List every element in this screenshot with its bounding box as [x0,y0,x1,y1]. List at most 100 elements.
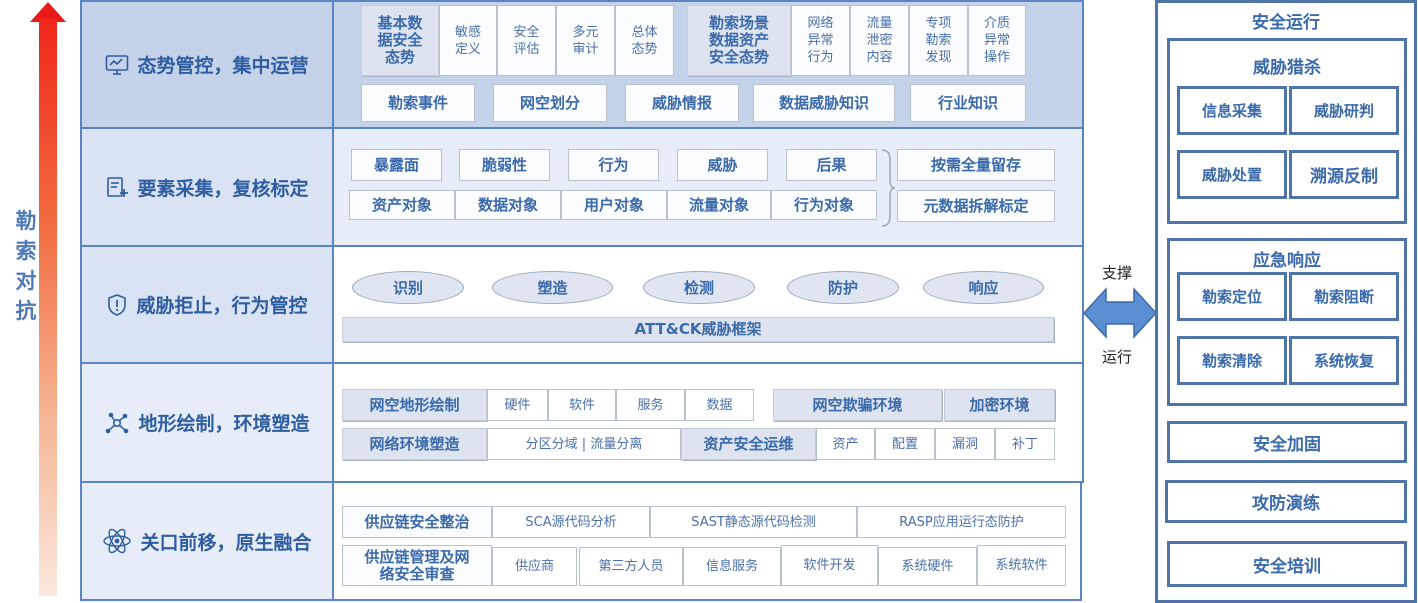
asset-item-box: 漏洞 [935,428,995,460]
audit-item-box: 软件开发 [781,545,878,586]
attck-framework-bar: ATT&CK威胁框架 [342,317,1054,342]
knowledge-box: 数据威胁知识 [753,84,895,122]
line: 数据资产 [708,31,769,49]
phase-ellipse: 塑造 [492,271,613,304]
line: 审计 [572,41,599,57]
double-arrow-icon [1083,287,1157,339]
line: 评估 [513,41,540,57]
element-box: 后果 [786,149,877,181]
env-shaping-box: 网络环境塑造 [342,428,487,460]
line: 网络 [807,16,834,31]
line: 介质 [983,16,1010,31]
cyber-item-box: 硬件 [487,389,548,421]
object-box: 行为对象 [771,190,877,220]
ransom-item-box: 专项勒索发现 [909,5,968,76]
element-box: 脆弱性 [459,149,550,181]
supply-governance-box: 供应链安全整治 [342,506,492,538]
ransomware-confrontation-label: 勒 索 对 抗 [14,206,38,326]
layer-title: 威胁拒止，行为管控 [136,295,308,317]
knowledge-box: 行业知识 [910,84,1026,122]
layer-label-collection: 要素采集，复核标定 [80,127,334,247]
bracket-icon [881,149,896,227]
asset-item-box: 补丁 [995,428,1055,460]
line: 勒索场景 [708,14,769,32]
audit-item-box: 第三方人员 [579,547,683,586]
monitor-icon [105,54,129,76]
line: 专项 [925,16,952,31]
cyber-item-box: 服务 [616,389,685,421]
line: 定义 [454,41,481,57]
layer-label-threat: 威胁拒止，行为管控 [80,245,334,364]
line: 流量 [866,16,893,31]
segmentation-box: 分区分域 | 流量分离 [487,428,681,460]
layer-label-supply: 关口前移，原生融合 [80,481,334,601]
audit-item-box: 系统硬件 [878,547,977,586]
security-training-box: 安全培训 [1167,541,1407,587]
knowledge-box: 勒索事件 [361,84,475,122]
governance-item-box: SAST静态源代码检测 [650,506,857,538]
line: 多元 [572,24,599,40]
line: 发现 [925,50,952,65]
side-char: 抗 [15,299,37,323]
support-label: 支撑 [1102,264,1133,282]
shield-alert-icon [106,293,128,317]
line: 基本数 [377,14,423,32]
element-box: 行为 [568,149,659,181]
emergency-response-title: 应急响应 [1253,251,1321,271]
line: 态势 [384,48,415,66]
ransom-item-box: 流量泄密内容 [850,5,909,76]
hunting-item: 威胁处置 [1177,150,1287,199]
line: 总体 [631,24,658,40]
element-box: 威胁 [677,149,768,181]
security-hardening-box: 安全加固 [1167,421,1407,463]
element-box: 暴露面 [351,149,442,181]
asset-item-box: 配置 [875,428,935,460]
layer-title: 关口前移，原生融合 [140,531,312,554]
side-char: 勒 [15,209,37,233]
audit-item-box: 系统软件 [977,545,1066,586]
governance-item-box: RASP应用运行态防护 [857,506,1066,538]
line: 操作 [983,50,1010,65]
object-box: 资产对象 [349,190,455,220]
knowledge-box: 网空划分 [493,84,607,122]
ransom-scene-box: 勒索场景数据资产安全态势 [687,5,791,76]
document-plus-icon [105,175,129,199]
line: 供应链管理及网 [364,547,470,566]
supply-audit-box: 供应链管理及网络安全审查 [342,545,492,586]
threat-hunting-group [1167,38,1407,224]
line: 勒索 [925,33,952,48]
side-char: 索 [15,239,37,263]
up-arrow-shaft [39,18,57,596]
governance-item-box: SCA源代码分析 [492,506,650,538]
line: 敏感 [454,24,481,40]
cyber-item-box: 数据 [685,389,754,421]
hunting-item: 威胁研判 [1289,86,1399,135]
data-item-box: 总体态势 [615,5,674,76]
object-box: 数据对象 [455,190,561,220]
side-char: 对 [15,269,37,293]
line: 安全 [513,24,540,40]
line: 安全态势 [708,48,769,66]
object-box: 流量对象 [667,190,771,220]
network-nodes-icon [104,411,130,435]
knowledge-box: 威胁情报 [625,84,739,122]
line: 态势 [631,41,658,57]
ransom-item-box: 介质异常操作 [968,5,1026,76]
layer-content-terrain [332,362,1084,483]
emergency-item: 勒索定位 [1177,272,1287,321]
data-item-box: 安全评估 [497,5,556,76]
phase-ellipse: 检测 [643,271,755,304]
layer-label-situation: 态势管控，集中运营 [80,0,334,129]
deception-env-box: 网空欺骗环境 [773,389,942,421]
hunting-item: 溯源反制 [1289,150,1399,199]
cyber-item-box: 软件 [548,389,616,421]
retention-box: 按需全量留存 [897,149,1055,181]
emergency-item: 系统恢复 [1289,336,1399,385]
audit-item-box: 信息服务 [683,547,781,586]
line: 异常 [807,33,834,48]
phase-ellipse: 响应 [923,271,1044,304]
layer-title: 态势管控，集中运营 [137,55,309,77]
line: 络安全审查 [379,564,455,583]
data-item-box: 敏感定义 [439,5,497,76]
phase-ellipse: 识别 [352,271,464,304]
